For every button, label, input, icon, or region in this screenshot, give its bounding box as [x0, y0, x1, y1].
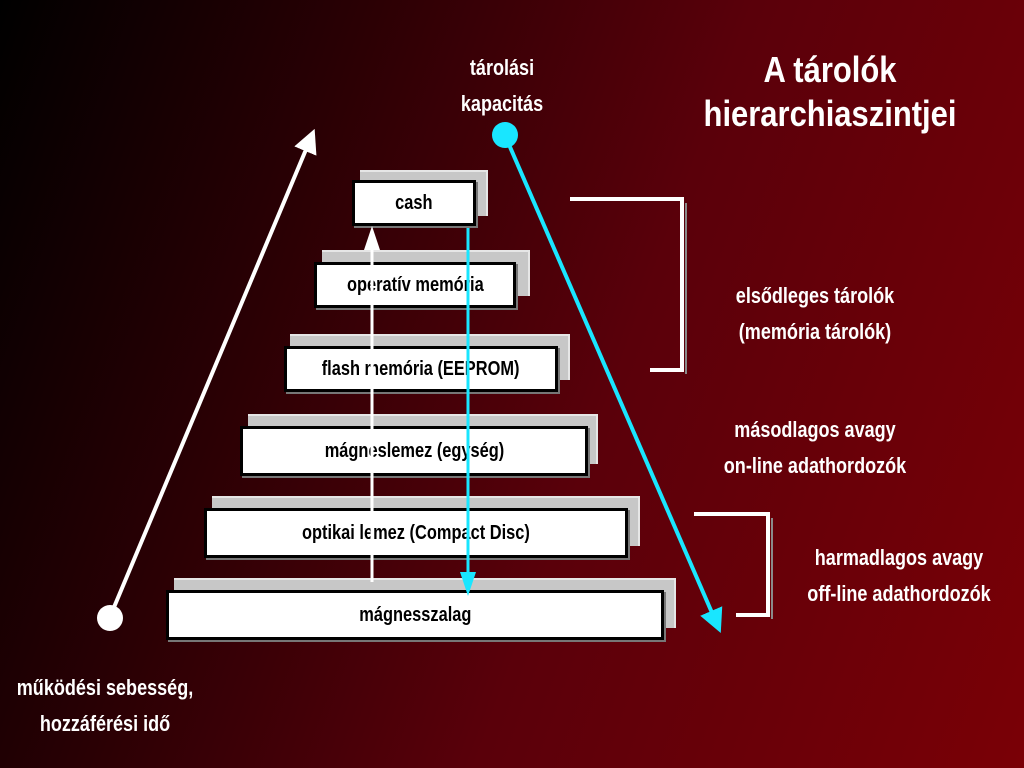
primary-storage-line-1: elsődleges tárolók	[735, 283, 895, 308]
tertiary-storage-label: harmadlagos avagy off-line adathordozók	[797, 540, 1002, 612]
tertiary-bracket	[694, 512, 770, 617]
slide-title-line-1: A tárolók	[763, 49, 897, 90]
center-down-arrow-head	[460, 572, 476, 596]
level-box: cash	[352, 180, 476, 226]
level-box: mágneslemez (egység)	[240, 426, 588, 476]
level-box: operatív memória	[314, 262, 516, 308]
center-up-arrow-head	[364, 226, 380, 250]
primary-storage-line-2: (memória tárolók)	[738, 319, 892, 344]
level-label: mágneslemez (egység)	[324, 439, 504, 462]
speed-arrow	[110, 128, 317, 613]
capacity-arrow	[505, 139, 723, 634]
level-label: mágnesszalag	[358, 603, 472, 626]
level-label: cash	[395, 191, 433, 214]
level-label: optikai lemez (Compact Disc)	[302, 521, 530, 544]
speed-label-line-2: hozzáférési idő	[39, 711, 171, 736]
slide-title-line-2: hierarchiaszintjei	[703, 93, 957, 134]
capacity-arrow-start-dot	[492, 122, 518, 148]
secondary-storage-line-2: on-line adathordozók	[723, 453, 907, 478]
level-label: operatív memória	[346, 273, 484, 296]
tertiary-storage-line-1: harmadlagos avagy	[814, 545, 984, 570]
speed-label-line-1: működési sebesség,	[16, 675, 194, 700]
secondary-storage-label: másodlagos avagy on-line adathordozók	[713, 412, 918, 484]
primary-storage-label: elsődleges tárolók (memória tárolók)	[721, 278, 910, 350]
slide-title: A tárolók hierarchiaszintjei	[684, 48, 976, 136]
capacity-label-line-1: tárolási	[469, 55, 535, 80]
capacity-label-line-2: kapacitás	[460, 91, 544, 116]
capacity-label: tárolási kapacitás	[445, 50, 560, 122]
primary-bracket	[570, 197, 684, 372]
level-box: mágnesszalag	[166, 590, 664, 640]
level-box: optikai lemez (Compact Disc)	[204, 508, 628, 558]
level-box: flash memória (EEPROM)	[284, 346, 558, 392]
speed-label: működési sebesség, hozzáférési idő	[3, 670, 208, 742]
secondary-storage-line-1: másodlagos avagy	[734, 417, 896, 442]
tertiary-storage-line-2: off-line adathordozók	[807, 581, 991, 606]
speed-arrow-start-dot	[97, 605, 123, 631]
